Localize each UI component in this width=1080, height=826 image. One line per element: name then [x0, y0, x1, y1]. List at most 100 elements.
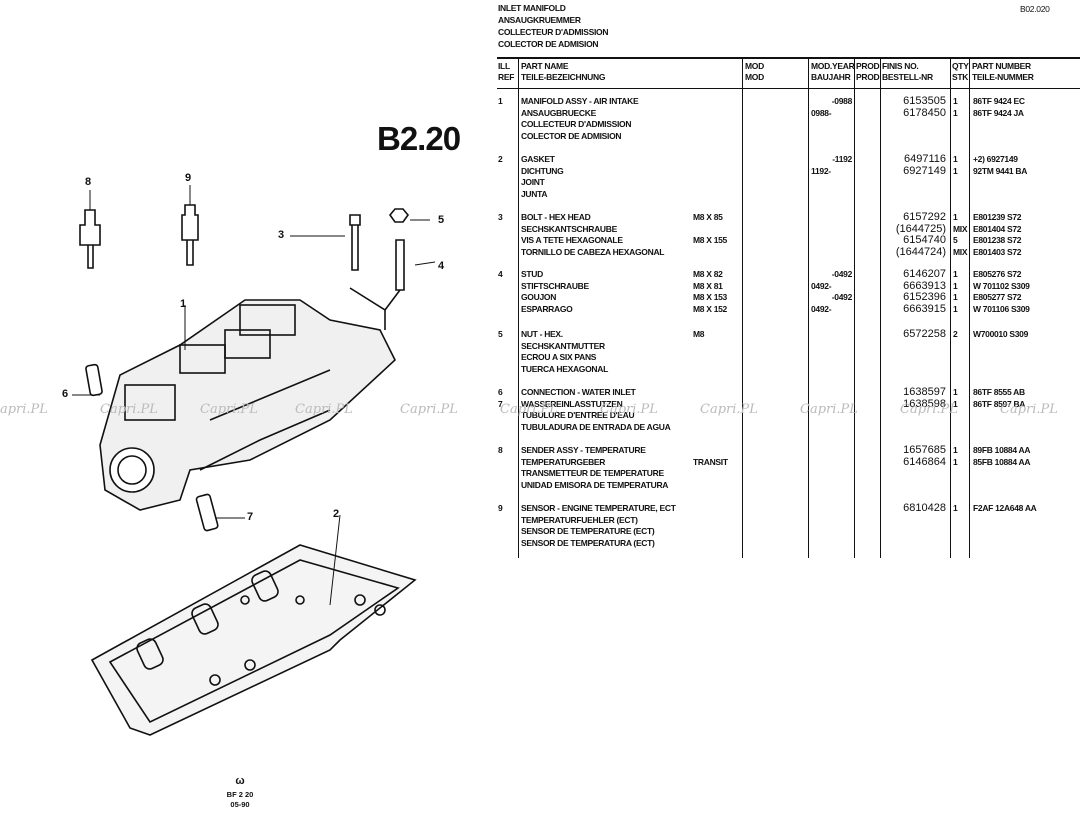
- cell-qty: 1: [953, 165, 958, 176]
- cell-name: UNIDAD EMISORA DE TEMPERATURA: [521, 479, 669, 490]
- cell-fins: 6927149: [903, 164, 946, 177]
- watermark: Capri.PL: [900, 402, 958, 417]
- cell-qty: 1: [953, 398, 958, 409]
- logo-mark: ω: [235, 775, 245, 787]
- cell-name: ANSAUGBRUECKE: [521, 107, 596, 118]
- cell-name: SECHSKANTSCHRAUBE: [521, 223, 617, 234]
- cell-qty: 1: [953, 212, 958, 222]
- cell-name: SECHSKANTMUTTER: [521, 340, 605, 351]
- cell-qty: 1: [953, 107, 958, 118]
- connection-6-drawing: [85, 363, 103, 397]
- cell-partno: 86TF 8555 AB: [973, 387, 1025, 397]
- column-divider: [742, 58, 744, 558]
- watermark: Capri.PL: [0, 402, 48, 417]
- cell-fins: 6146207: [903, 268, 946, 280]
- cell-name: BOLT - HEX HEAD: [521, 212, 591, 222]
- cell-qty: MIX: [953, 223, 968, 234]
- cell-qty: 1: [953, 445, 958, 455]
- col-mod-en: MOD: [745, 61, 764, 71]
- title-en: INLET MANIFOLD: [498, 3, 566, 13]
- cell-year: -0492: [831, 269, 853, 279]
- watermark: Capri.PL: [1000, 402, 1058, 417]
- cell-partno: E805276 S72: [973, 269, 1022, 279]
- watermark: Capri.PL: [700, 402, 758, 417]
- cell-partno: E801404 S72: [973, 223, 1022, 234]
- column-divider: [969, 58, 971, 558]
- col-ref-de: REF: [498, 72, 515, 82]
- callout-6: 6: [62, 388, 69, 400]
- cell-name: SENSOR DE TEMPERATURE (ECT): [521, 526, 655, 537]
- gasket-drawing: [90, 544, 417, 736]
- cell-partno: F2AF 12A648 AA: [973, 503, 1037, 513]
- cell-partno: 85FB 10884 AA: [973, 456, 1031, 467]
- cell-qty: 1: [953, 269, 958, 279]
- callout-2: 2: [333, 508, 340, 520]
- column-divider: [880, 58, 882, 558]
- cell-year: 0492-: [811, 280, 832, 291]
- cell-partno: W 701106 S309: [973, 303, 1030, 314]
- cell-name: JOINT: [521, 177, 545, 188]
- cell-ref: 9: [498, 503, 503, 513]
- cell-partno: E805277 S72: [973, 292, 1022, 303]
- cell-fins: 1657685: [903, 444, 946, 456]
- callout-4: 4: [438, 260, 445, 272]
- cell-qty: 1: [953, 154, 958, 164]
- callout-5: 5: [438, 214, 445, 226]
- col-partno-de: TEILE-NUMMER: [972, 72, 1034, 82]
- nut-drawing: [388, 208, 410, 223]
- cell-name: SENDER ASSY - TEMPERATURE: [521, 445, 646, 455]
- cell-name: MANIFOLD ASSY - AIR INTAKE: [521, 96, 639, 106]
- cell-fins: 1638597: [903, 386, 946, 398]
- cell-name: TEMPERATURGEBER: [521, 456, 606, 467]
- cell-year: 0492-: [811, 303, 832, 314]
- cell-name: TEMPERATURFUEHLER (ECT): [521, 514, 638, 525]
- cell-year: -0492: [831, 292, 853, 303]
- cell-name: NUT - HEX.: [521, 329, 563, 339]
- cell-partno: E801403 S72: [973, 246, 1022, 257]
- col-year-de: BAUJAHR: [811, 72, 851, 82]
- cell-name: DICHTUNG: [521, 165, 564, 176]
- cell-year: -1192: [832, 154, 852, 164]
- callout-7: 7: [247, 511, 254, 523]
- cell-name: TORNILLO DE CABEZA HEXAGONAL: [521, 246, 665, 257]
- cell-qty: 1: [953, 303, 958, 314]
- title-fr: COLLECTEUR D'ADMISSION: [498, 27, 609, 37]
- cell-year: -0988: [831, 96, 853, 106]
- cell-qty: 5: [953, 235, 958, 246]
- cell-partno: 86TF 8597 BA: [973, 398, 1026, 409]
- cell-fins: 6810428: [903, 502, 946, 514]
- cell-name: TUERCA HEXAGONAL: [521, 363, 608, 374]
- cell-qty: 1: [953, 280, 958, 291]
- cell-fins: 6152396: [903, 291, 946, 304]
- column-divider: [808, 58, 810, 558]
- watermark: Capri.PL: [100, 402, 158, 417]
- cell-mod: M8 X 155: [693, 235, 727, 246]
- watermark: Capri.PL: [500, 402, 558, 417]
- cell-mod: M8 X 85: [693, 212, 723, 222]
- cell-qty: MIX: [953, 246, 968, 257]
- col-qty-en: QTY: [952, 61, 969, 71]
- cell-fins: 6146864: [903, 455, 946, 468]
- cell-qty: 1: [953, 387, 958, 397]
- callout-1: 1: [180, 298, 187, 310]
- cell-name: TUBULADURA DE ENTRADA DE AGUA: [521, 421, 671, 432]
- cell-fins: 1638598: [903, 397, 946, 410]
- cell-ref: 3: [498, 212, 503, 222]
- cell-name: TUBULURE D'ENTREE D'EAU: [521, 410, 635, 421]
- cell-qty: 1: [953, 503, 958, 513]
- cell-name: SENSOR DE TEMPERATURA (ECT): [521, 537, 655, 548]
- cell-name: STUD: [521, 269, 543, 279]
- cell-year: 1192-: [811, 165, 831, 176]
- col-prod-en: PROD: [856, 61, 880, 71]
- cell-partno: 86TF 9424 JA: [973, 107, 1024, 118]
- cell-name: COLLECTEUR D'ADMISSION: [521, 119, 632, 130]
- cell-qty: 1: [953, 292, 958, 303]
- cell-ref: 8: [498, 445, 503, 455]
- col-name-en: PART NAME: [521, 61, 569, 71]
- cell-name: GASKET: [521, 154, 555, 164]
- cell-partno: 86TF 9424 EC: [973, 96, 1025, 106]
- cell-fins: 6157292: [903, 211, 946, 223]
- cell-fins: 6153505: [903, 95, 946, 107]
- section-code: B2.20: [377, 120, 461, 157]
